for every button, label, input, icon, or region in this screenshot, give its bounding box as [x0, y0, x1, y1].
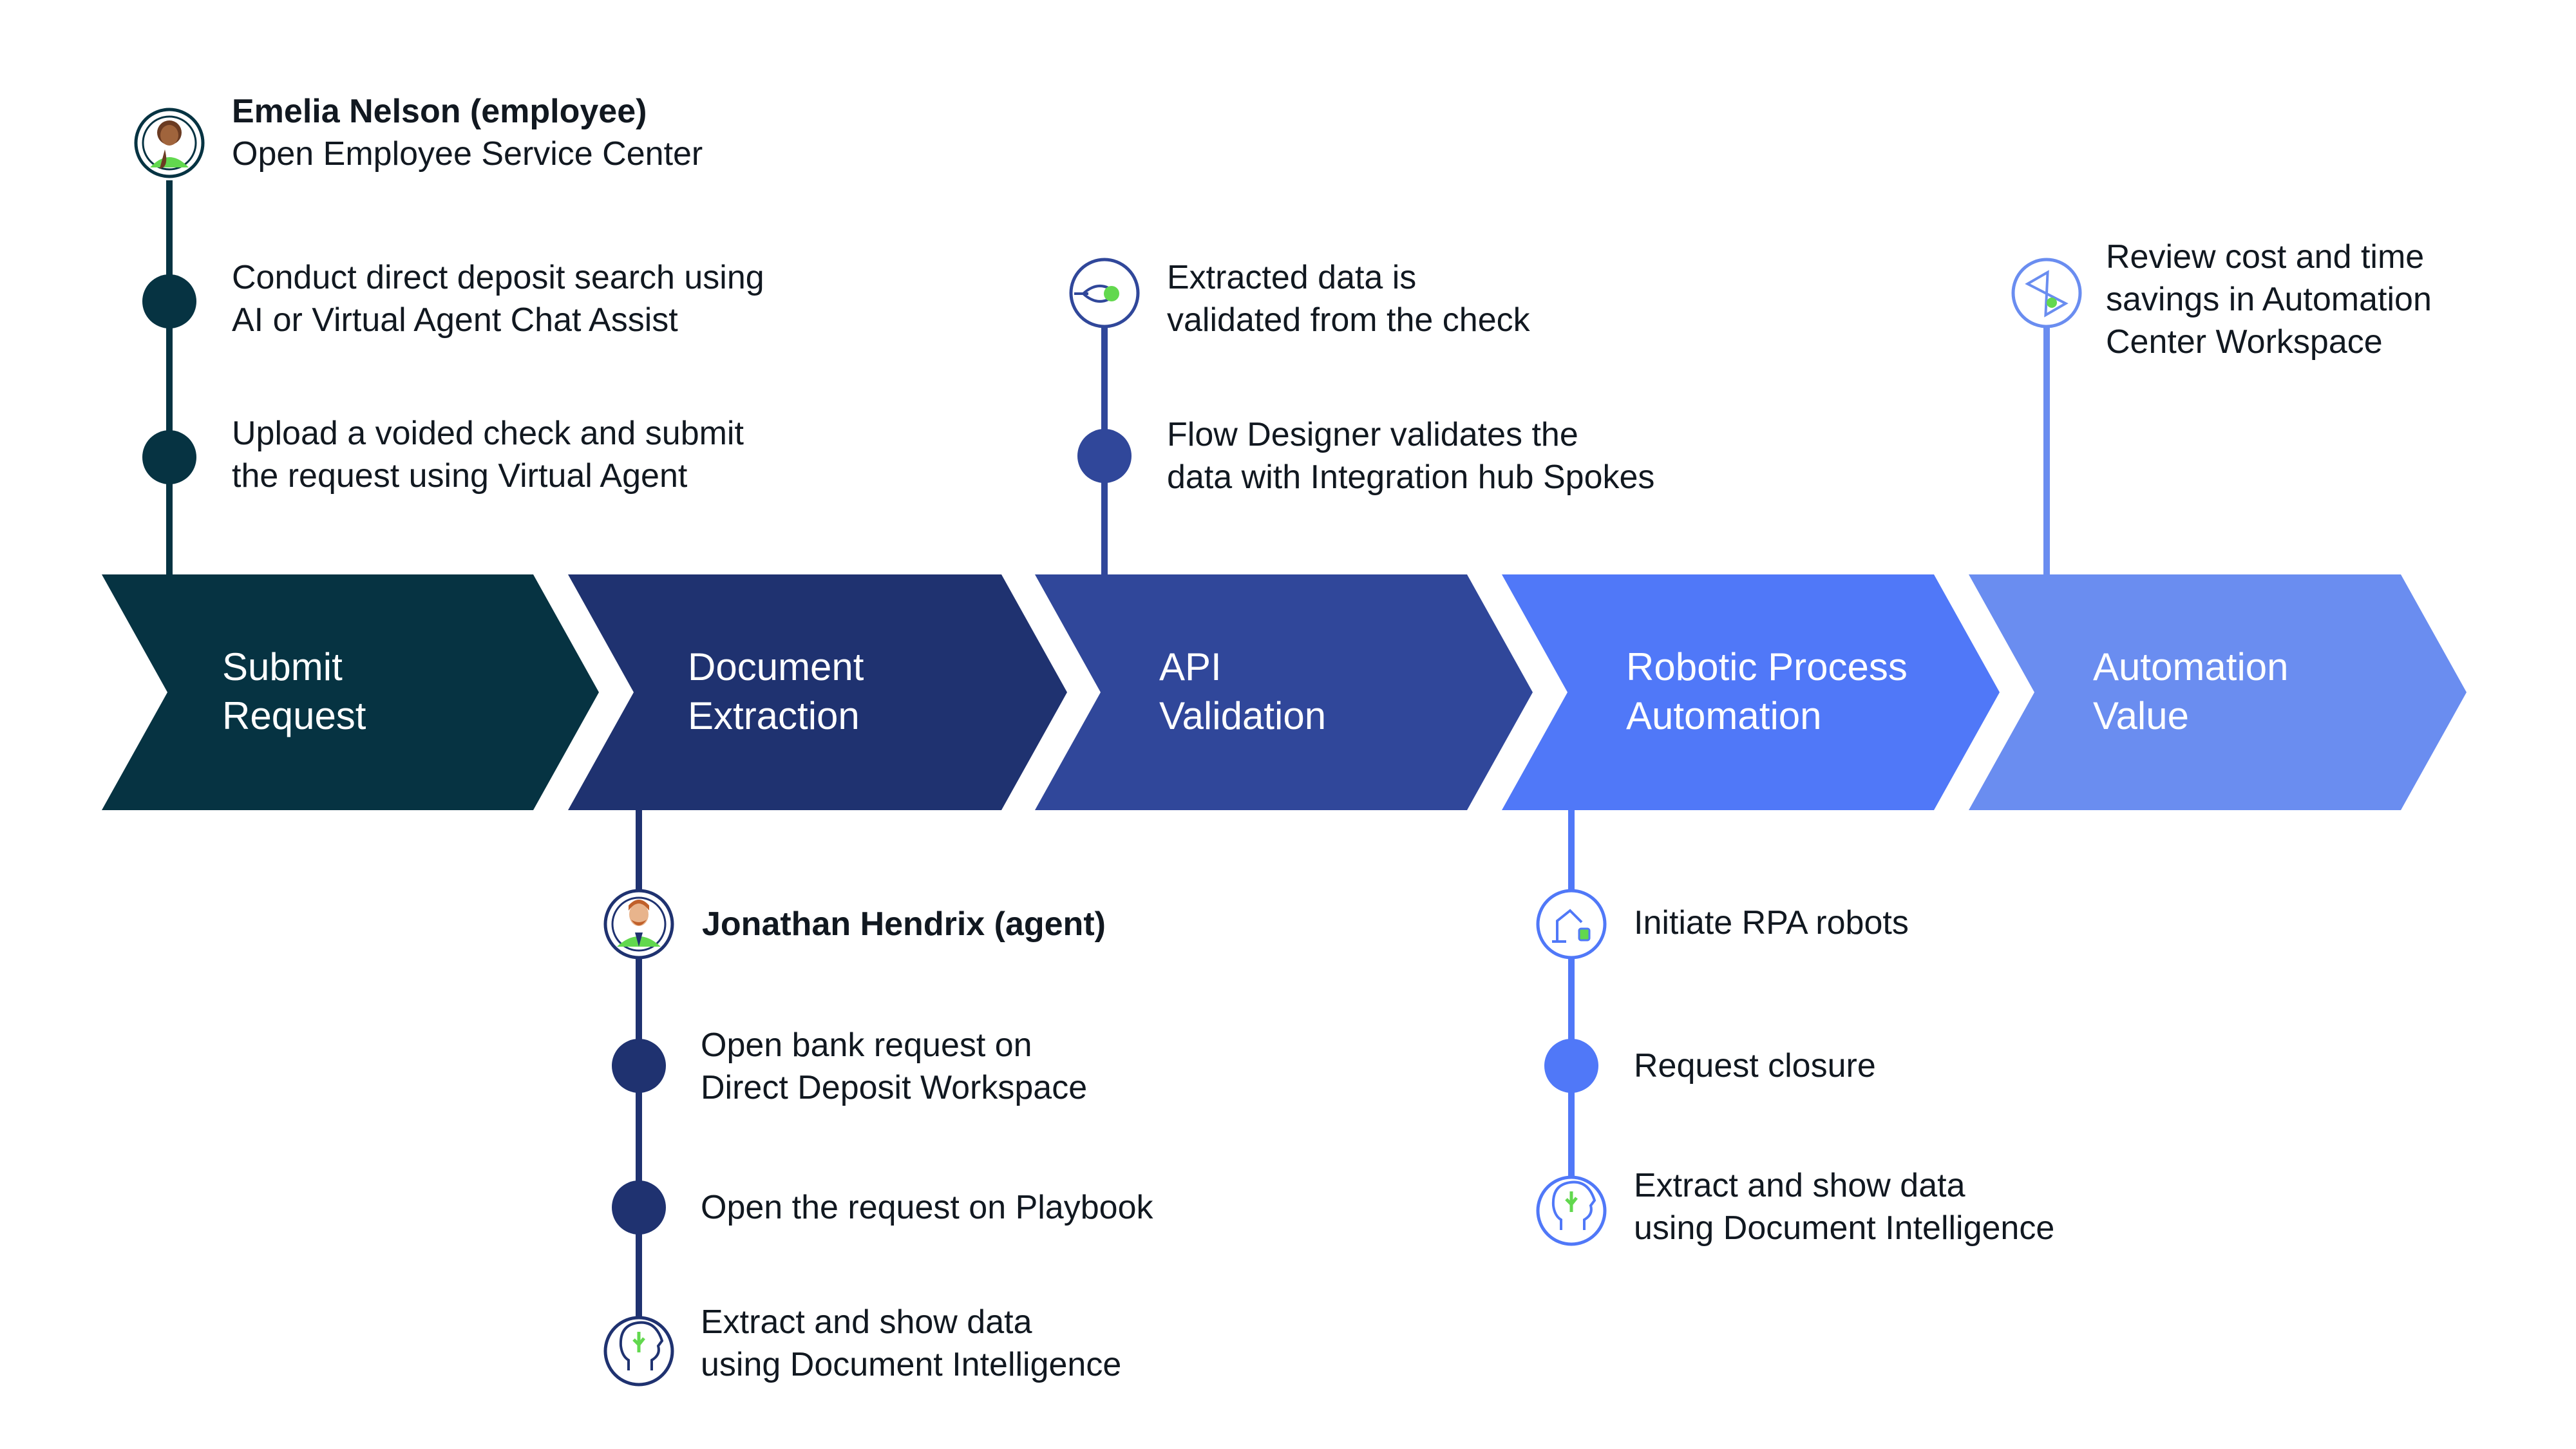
submit-step-2: Upload a voided check and submit the req… — [232, 415, 744, 495]
step-dot — [1544, 1039, 1598, 1093]
stage-chevron-submit — [102, 574, 599, 810]
rpa-step-1: Initiate RPA robots — [1634, 904, 1909, 942]
employee-action: Open Employee Service Center — [232, 135, 703, 173]
stage-label-document: Document Extraction — [688, 645, 864, 737]
step-dot — [142, 430, 196, 484]
brain-head-icon — [603, 1316, 674, 1387]
rpa-step-2: Request closure — [1634, 1047, 1876, 1084]
document-step-3: Extract and show data using Document Int… — [701, 1303, 1122, 1383]
stage-label-rpa: Robotic Process Automation — [1626, 645, 1908, 737]
employee-step: Emelia Nelson (employee) Open Employee S… — [232, 90, 703, 175]
stage-chevron-document — [568, 574, 1067, 810]
document-step-2: Open the request on Playbook — [701, 1189, 1153, 1226]
stage-chevron-value — [1969, 574, 2467, 810]
agent-step: Jonathan Hendrix (agent) — [702, 903, 1106, 945]
step-dot — [612, 1039, 666, 1093]
stage-chevron-api — [1035, 574, 1533, 810]
stage-label-submit: Submit Request — [222, 645, 366, 737]
stage-label-api: API Validation — [1159, 645, 1327, 737]
hourglass-icon — [2011, 258, 2082, 328]
value-step-1: Review cost and time savings in Automati… — [2106, 238, 2432, 361]
step-dot — [1077, 429, 1132, 483]
document-step-1: Open bank request on Direct Deposit Work… — [701, 1027, 1088, 1106]
stage-label-value: Automation Value — [2093, 645, 2289, 737]
brain-head-icon — [1536, 1175, 1607, 1246]
rpa-step-3: Extract and show data using Document Int… — [1634, 1167, 2055, 1247]
step-dot — [612, 1180, 666, 1235]
api-step-1: Extracted data is validated from the che… — [1167, 259, 1530, 339]
agent-name: Jonathan Hendrix (agent) — [702, 905, 1106, 943]
robot-arm-icon — [1536, 889, 1607, 960]
employee-avatar-icon — [134, 108, 205, 178]
agent-avatar-icon — [603, 889, 674, 960]
step-dot — [142, 274, 196, 328]
api-step-2: Flow Designer validates the data with In… — [1167, 416, 1655, 496]
magnify-check-icon — [1069, 258, 1140, 328]
submit-step-1: Conduct direct deposit search using AI o… — [232, 259, 764, 339]
stage-chevron-rpa — [1502, 574, 2000, 810]
employee-name: Emelia Nelson (employee) — [232, 93, 647, 130]
